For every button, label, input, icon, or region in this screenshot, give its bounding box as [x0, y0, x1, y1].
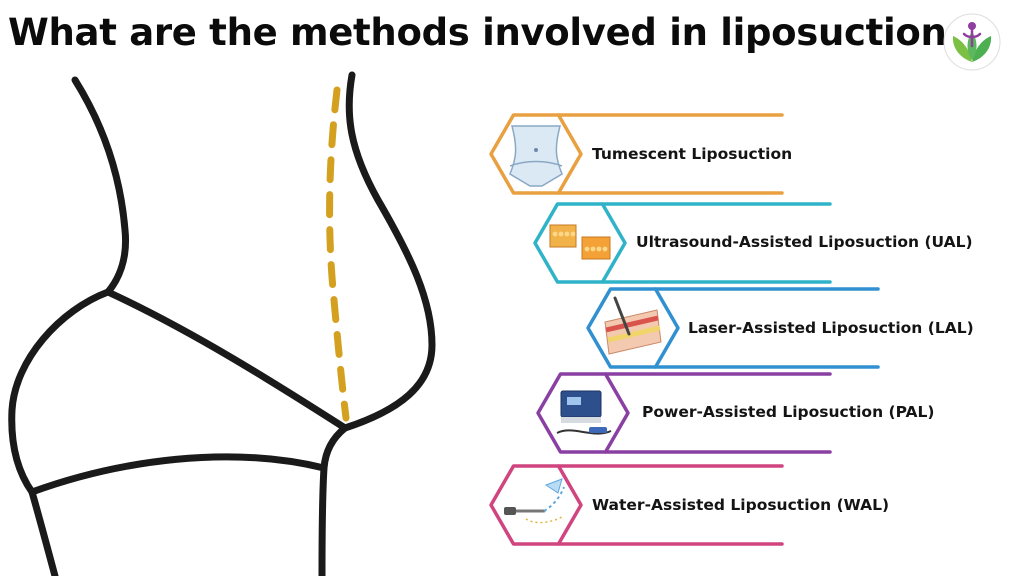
female-torso-outline-icon: [8, 71, 436, 576]
power-device-icon: [556, 390, 612, 435]
page-title: What are the methods involved in liposuc…: [8, 11, 947, 54]
lotus-figure-logo-icon: [943, 13, 1001, 71]
method-row-3: [536, 372, 832, 454]
method-label-4: Water-Assisted Liposuction (WAL): [592, 496, 890, 514]
method-row-1: [533, 202, 832, 284]
method-row-0: [489, 113, 784, 195]
fat-tissue-before-after-icon: [549, 224, 611, 260]
method-label-2: Laser-Assisted Liposuction (LAL): [688, 319, 974, 337]
method-label-3: Power-Assisted Liposuction (PAL): [642, 403, 935, 421]
method-row-2: [586, 287, 880, 369]
method-label-0: Tumescent Liposuction: [592, 145, 793, 163]
method-row-4: [489, 464, 784, 546]
method-label-1: Ultrasound-Assisted Liposuction (UAL): [636, 233, 973, 251]
laser-skin-layer-icon: [604, 296, 662, 355]
abdomen-treatment-icon: [509, 125, 563, 187]
water-jet-cannula-icon: [504, 478, 565, 524]
methods-graphic: [489, 113, 880, 546]
